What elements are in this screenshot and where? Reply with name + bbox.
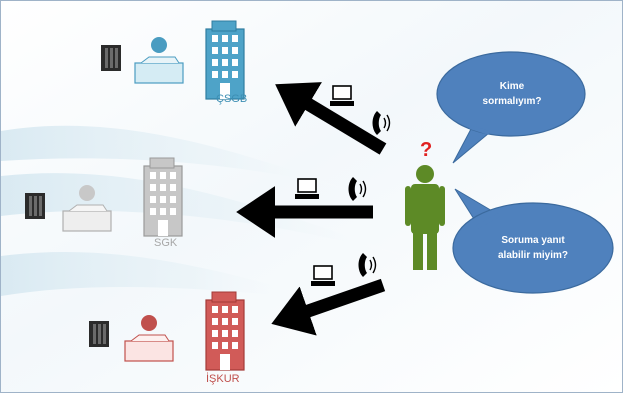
office-worker-icon [124, 315, 174, 362]
phone-icon [348, 177, 367, 201]
building-icon-csgb [205, 20, 245, 100]
computer-icon [330, 85, 354, 106]
question-mark-icon: ? [420, 139, 433, 161]
phone-icon [358, 253, 377, 277]
label-iskur: İŞKUR [206, 373, 240, 385]
building-icon-sgk [143, 157, 183, 237]
arrow-to-csgb [275, 82, 387, 155]
phone-icon [372, 111, 391, 135]
bubble-bottom-line1: Soruma yanıt [501, 235, 565, 246]
speech-bubble-bottom [452, 188, 614, 294]
bubble-top-text: Kime sormalıyım? [457, 79, 567, 109]
person-icon [405, 165, 445, 270]
file-cabinet-icon [25, 193, 45, 219]
bubble-bottom-text: Soruma yanıt alabilir miyim? [473, 233, 593, 263]
file-cabinet-icon [89, 321, 109, 347]
speech-bubble-top [436, 51, 586, 164]
office-worker-icon [62, 185, 112, 232]
label-sgk: SGK [154, 237, 178, 249]
bubble-bottom-line2: alabilir miyim? [497, 250, 569, 261]
computer-icon [295, 178, 319, 199]
bubble-top-line2: sormalıyım? [482, 96, 542, 107]
file-cabinet-icon [101, 45, 121, 71]
office-worker-icon [134, 37, 184, 84]
bubble-top-line1: Kime [499, 81, 525, 92]
label-csgb: ÇSGB [216, 93, 248, 105]
building-icon-iskur [205, 291, 245, 371]
arrow-to-iskur [271, 278, 386, 336]
computer-icon [311, 265, 335, 286]
